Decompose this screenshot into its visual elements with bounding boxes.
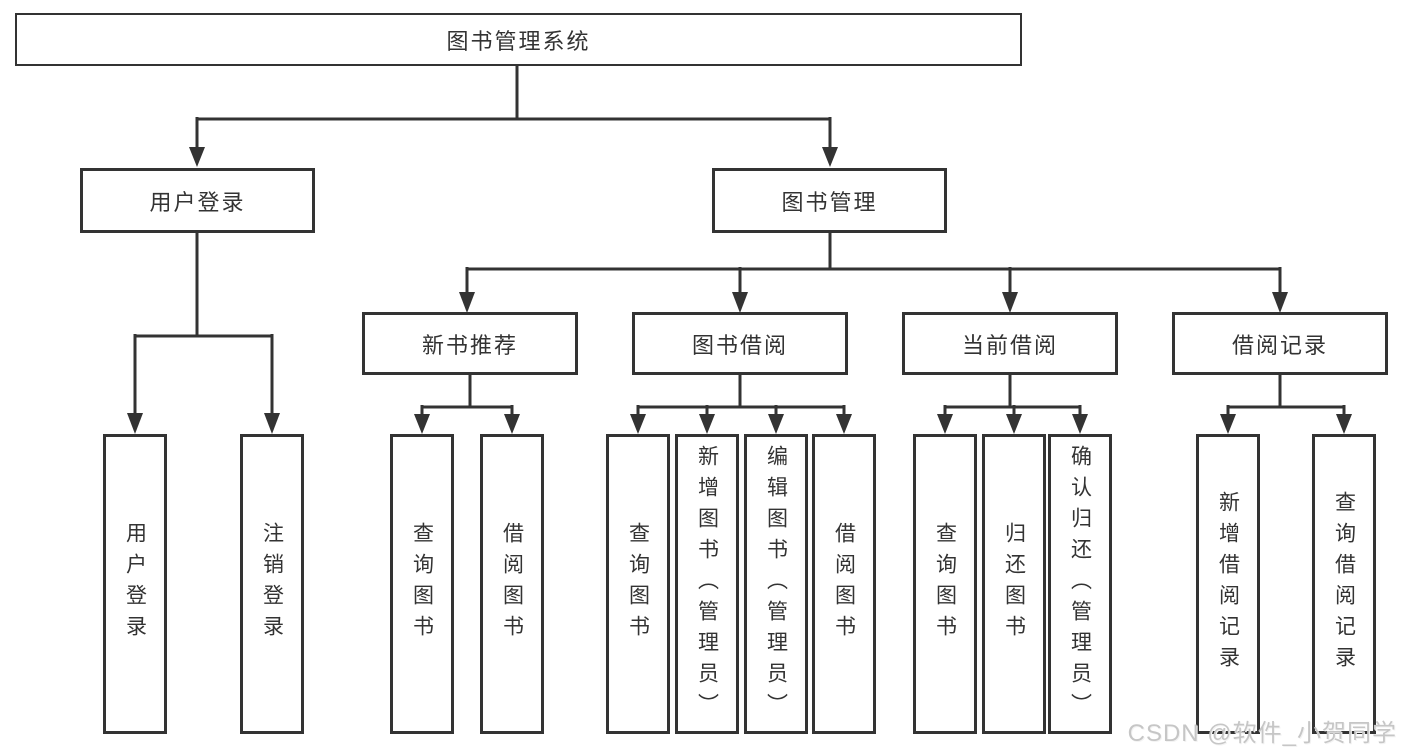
node-borrow-records: 借阅记录 (1172, 312, 1388, 375)
arrowheads (127, 147, 1352, 434)
node-book-management-label: 图书管理 (781, 189, 878, 215)
node-book-management: 图书管理 (712, 168, 947, 233)
leaf-query-books-current-label: 查询图书 (933, 522, 957, 646)
leaf-add-book-admin: 新增图书（管理员） (675, 434, 739, 734)
leaf-user-login-label: 用户登录 (123, 522, 147, 646)
leaf-query-books-borrow-label: 查询图书 (626, 522, 650, 646)
leaf-logout-label: 注销登录 (260, 522, 284, 646)
node-user-login-label: 用户登录 (149, 189, 246, 215)
leaf-return-books-label: 归还图书 (1002, 522, 1026, 646)
leaf-logout: 注销登录 (240, 434, 304, 734)
connector-lines (133, 66, 1346, 417)
leaf-return-books: 归还图书 (982, 434, 1046, 734)
node-new-book-recommend-label: 新书推荐 (421, 332, 518, 358)
node-book-borrow: 图书借阅 (632, 312, 848, 375)
leaf-confirm-return-admin: 确认归还（管理员） (1048, 434, 1112, 734)
node-user-login: 用户登录 (80, 168, 315, 233)
node-root-label: 图书管理系统 (446, 28, 591, 54)
leaf-user-login: 用户登录 (103, 434, 167, 734)
leaf-query-borrow-record-label: 查询借阅记录 (1332, 491, 1356, 677)
leaf-query-books-current: 查询图书 (913, 434, 977, 734)
node-current-borrow: 当前借阅 (902, 312, 1118, 375)
leaf-edit-book-admin: 编辑图书（管理员） (744, 434, 808, 734)
leaf-confirm-return-admin-label: 确认归还（管理员） (1068, 444, 1092, 724)
csdn-watermark: CSDN @软件_小贺同学 (1127, 720, 1397, 747)
leaf-borrow-books-recommend: 借阅图书 (480, 434, 544, 734)
node-borrow-records-label: 借阅记录 (1231, 332, 1328, 358)
node-book-borrow-label: 图书借阅 (691, 332, 788, 358)
leaf-query-books-recommend-label: 查询图书 (410, 522, 434, 646)
leaf-edit-book-admin-label: 编辑图书（管理员） (764, 444, 788, 724)
leaf-query-borrow-record: 查询借阅记录 (1312, 434, 1376, 734)
leaf-query-books-borrow: 查询图书 (606, 434, 670, 734)
leaf-borrow-books-recommend-label: 借阅图书 (500, 522, 524, 646)
leaf-query-books-recommend: 查询图书 (390, 434, 454, 734)
leaf-borrow-books-label: 借阅图书 (832, 522, 856, 646)
node-root: 图书管理系统 (15, 13, 1022, 66)
leaf-borrow-books: 借阅图书 (812, 434, 876, 734)
leaf-add-book-admin-label: 新增图书（管理员） (695, 444, 719, 724)
leaf-add-borrow-record: 新增借阅记录 (1196, 434, 1260, 734)
leaf-add-borrow-record-label: 新增借阅记录 (1216, 491, 1240, 677)
node-new-book-recommend: 新书推荐 (362, 312, 578, 375)
node-current-borrow-label: 当前借阅 (961, 332, 1058, 358)
